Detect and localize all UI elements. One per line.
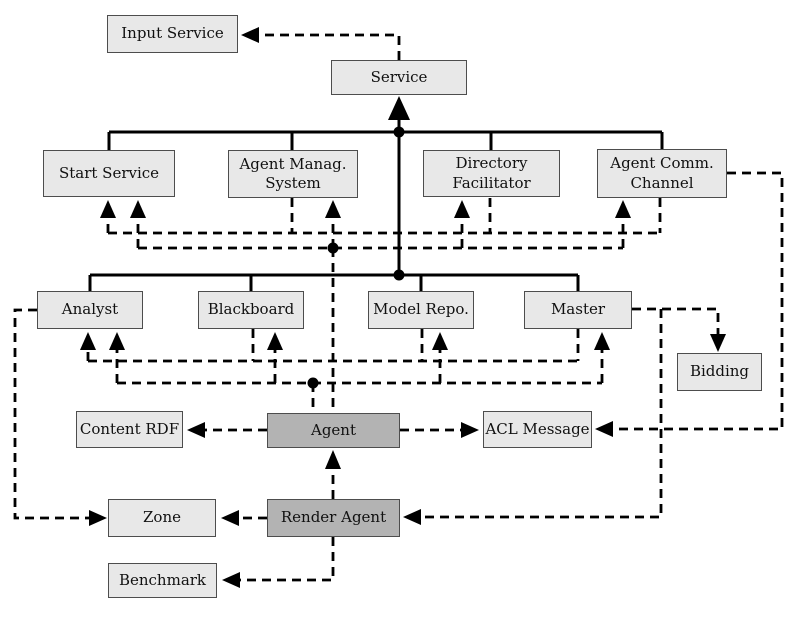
arrowhead <box>221 510 239 526</box>
arrowhead <box>594 332 610 350</box>
arrowhead <box>432 332 448 350</box>
node-content-rdf: Content RDF <box>76 411 183 448</box>
edge-group-row2-to-start-service <box>100 198 662 235</box>
node-analyst: Analyst <box>37 291 143 329</box>
arrowhead <box>595 421 613 437</box>
edge-path <box>13 308 89 520</box>
junction-dot <box>393 269 405 281</box>
edge-analyst-to-zone <box>13 308 107 526</box>
edge-path <box>115 350 604 413</box>
arrowhead <box>325 200 341 218</box>
node-bidding: Bidding <box>677 353 762 391</box>
edge-path <box>240 537 335 582</box>
edge-agent-to-content-rdf <box>187 422 267 438</box>
edge-service-to-input-service <box>241 27 401 60</box>
arrowhead <box>109 332 125 350</box>
node-start-service: Start Service <box>43 150 175 197</box>
bus-row3-drops <box>88 275 580 292</box>
edge-group-agent-to-row3 <box>109 332 610 413</box>
generalization-arrowhead <box>388 96 410 120</box>
arrowhead <box>403 509 421 525</box>
arrowhead <box>80 332 96 350</box>
edge-master-to-render-agent <box>403 309 663 525</box>
arrowhead <box>241 27 259 43</box>
edge-path <box>136 218 625 413</box>
arrowhead <box>89 510 107 526</box>
edge-path <box>86 329 580 363</box>
arrowhead <box>710 334 726 352</box>
edge-render-agent-to-agent <box>325 450 341 499</box>
node-agent: Agent <box>267 413 400 448</box>
edge-path <box>632 307 720 334</box>
edge-group-agent-to-row2 <box>130 200 631 413</box>
node-input-service: Input Service <box>107 15 238 53</box>
arrowhead <box>615 200 631 218</box>
node-render-agent: Render Agent <box>267 499 400 537</box>
junction-dot <box>307 377 319 389</box>
node-model-repo: Model Repo. <box>368 291 474 329</box>
edge-render-agent-to-zone <box>221 510 267 526</box>
edge-agent-comm-channel-to-acl-message <box>595 171 784 437</box>
arrowhead <box>325 450 341 469</box>
arrowhead <box>100 200 116 218</box>
node-blackboard: Blackboard <box>198 291 304 329</box>
arrowhead <box>454 200 470 218</box>
node-master: Master <box>524 291 632 329</box>
node-zone: Zone <box>108 499 216 537</box>
edge-path <box>106 198 662 235</box>
arrowhead <box>461 422 479 438</box>
bus-row2-drops <box>107 132 664 151</box>
edge-path <box>421 309 663 519</box>
edge-render-agent-to-benchmark <box>222 537 335 588</box>
node-directory-facilitator: Directory Facilitator <box>423 150 560 197</box>
edge-group-row3-to-analyst <box>80 329 580 363</box>
junction-dot <box>393 126 405 138</box>
arrowhead <box>267 332 283 350</box>
junction-dot <box>327 242 339 254</box>
edge-master-to-bidding <box>632 307 726 352</box>
node-service: Service <box>331 60 467 95</box>
edge-path <box>259 33 401 60</box>
arrowhead <box>187 422 205 438</box>
arrowhead <box>130 200 146 218</box>
node-benchmark: Benchmark <box>108 563 217 598</box>
node-agent-manag-system: Agent Manag. System <box>228 150 358 198</box>
arrowhead <box>222 572 240 588</box>
node-agent-comm-channel: Agent Comm. Channel <box>597 149 727 198</box>
node-acl-message: ACL Message <box>483 411 592 448</box>
edge-agent-to-acl-message <box>400 422 479 438</box>
edge-path <box>613 171 784 431</box>
generalization-tree <box>88 96 664 292</box>
